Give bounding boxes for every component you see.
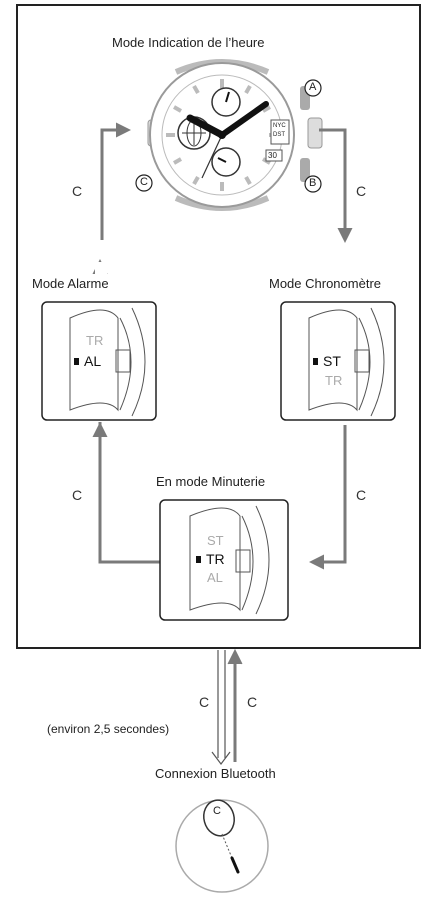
timer-indicator-tr: TR (206, 551, 225, 567)
arrow-stopwatch-to-timer (309, 425, 347, 570)
alarm-indicator-al: AL (84, 353, 102, 369)
dst-text: DST (273, 132, 285, 138)
arrow-alarm-to-timekeeping (100, 122, 131, 240)
alarm-mode-title: Mode Alarme (32, 276, 109, 291)
date-text: 30 (268, 151, 277, 160)
bluetooth-arrows (211, 648, 243, 765)
arrow-timekeeping-to-stopwatch (319, 128, 353, 243)
bluetooth-title: Connexion Bluetooth (155, 766, 276, 781)
arrow-label-c: C (247, 694, 258, 710)
button-a-label: A (309, 81, 317, 93)
button-b-shape (300, 158, 310, 182)
watch-illustration (147, 59, 323, 211)
bluetooth-button-c-label: C (213, 805, 221, 817)
button-c-label: C (140, 176, 148, 188)
stopwatch-indicator-st: ST (323, 353, 341, 369)
arrow-label-c: C (356, 487, 367, 503)
arrow-label-c: C (356, 183, 367, 199)
arrow-label-c: C (72, 183, 83, 199)
timer-indicator-al: AL (207, 570, 223, 585)
timer-box (159, 499, 289, 621)
timer-indicator-st: ST (207, 533, 224, 548)
hold-duration-note: (environ 2,5 secondes) (47, 722, 170, 736)
stopwatch-indicator-tr: TR (325, 373, 343, 388)
main-frame (16, 4, 421, 649)
label-b-circle (304, 175, 322, 193)
button-b-label: B (309, 177, 317, 189)
label-c-circle (135, 174, 153, 192)
arrow-label-c: C (72, 487, 83, 503)
city-code-text: NYC (273, 123, 286, 129)
label-a-circle (304, 79, 322, 97)
timekeeping-mode-title: Mode Indication de l’heure (112, 35, 265, 50)
alarm-indicator-tr: TR (86, 333, 104, 348)
crown-shape (307, 117, 323, 149)
timer-mode-title: En mode Minuterie (156, 474, 266, 489)
stopwatch-mode-title: Mode Chronomètre (269, 276, 381, 291)
arrow-label-c: C (199, 694, 210, 710)
bluetooth-watch-illustration (175, 799, 269, 893)
